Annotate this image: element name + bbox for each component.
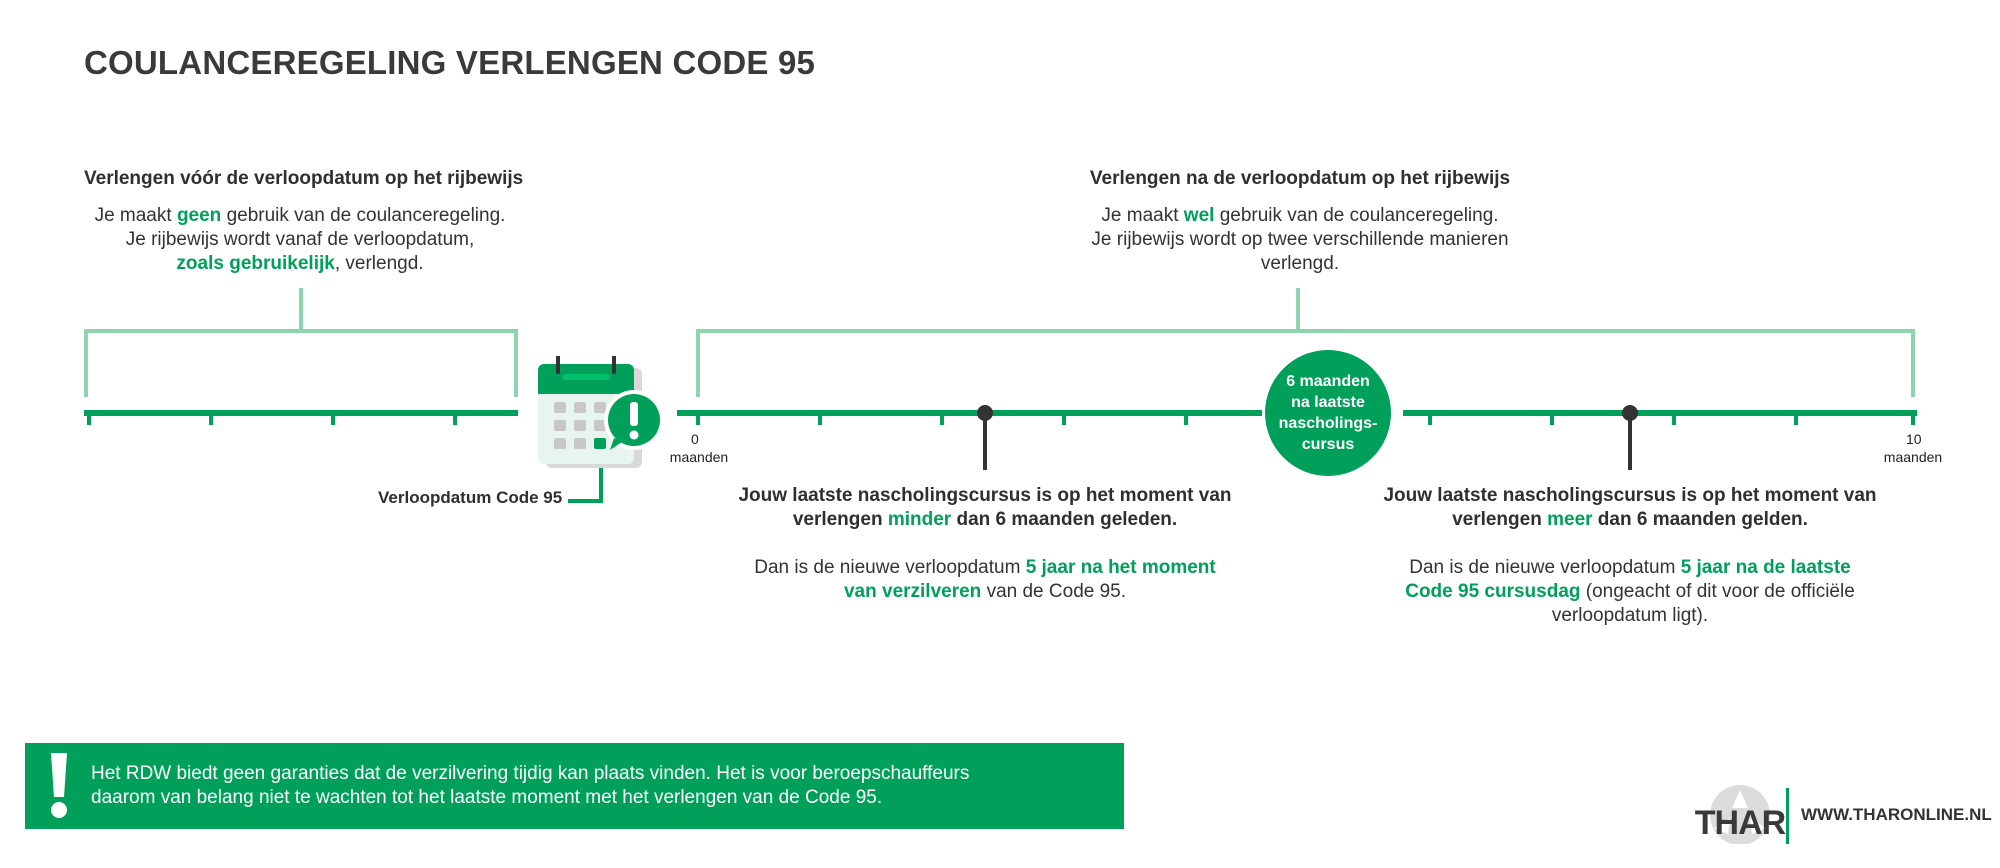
left-line1-highlight: geen xyxy=(176,205,222,226)
circle-line: na laatste xyxy=(1291,394,1365,411)
axis-start-value: 0 xyxy=(691,431,699,447)
case-more-title-highlight: meer xyxy=(1547,509,1593,530)
right-line1-pre: Je maakt xyxy=(1101,205,1184,226)
case-more-body-highlight2: Code 95 cursusdag xyxy=(1405,581,1581,602)
left-line3-post: , verlengd. xyxy=(334,253,424,274)
case-less-title-pre: verlengen xyxy=(792,509,888,530)
right-bracket xyxy=(696,288,1915,397)
case-more-title-line1: Jouw laatste nascholingscursus is op het… xyxy=(1383,485,1877,506)
warning-banner: Het RDW biedt geen garanties dat de verz… xyxy=(25,743,1124,829)
footer-url[interactable]: WWW.THARONLINE.NL xyxy=(1801,805,1992,824)
right-section-description: Je maakt wel gebruik van de coulancerege… xyxy=(1030,204,1570,276)
case-less-body-post: van de Code 95. xyxy=(981,581,1127,602)
case-less-title-line1: Jouw laatste nascholingscursus is op het… xyxy=(738,485,1232,506)
warning-text: Het RDW biedt geen garanties dat de verz… xyxy=(91,762,969,810)
case-more-body-pre: Dan is de nieuwe verloopdatum xyxy=(1409,557,1681,578)
axis-start-label: 0 maanden xyxy=(664,430,734,466)
case-less-body: Dan is de nieuwe verloopdatum 5 jaar na … xyxy=(720,556,1250,604)
right-line3: verlengd. xyxy=(1260,253,1340,274)
exclamation-icon xyxy=(51,753,67,818)
warning-line2: daarom van belang niet te wachten tot he… xyxy=(91,787,883,808)
case-less-title-post: dan 6 maanden geleden. xyxy=(951,509,1178,530)
case-less-body-highlight2: van verzilveren xyxy=(843,581,982,602)
case-more-title: Jouw laatste nascholingscursus is op het… xyxy=(1365,484,1895,532)
left-line1-post: gebruik van de coulanceregeling. xyxy=(221,205,506,226)
footer-divider xyxy=(1786,788,1789,844)
marker-more-than-6-months xyxy=(1622,405,1638,470)
case-more-body-line3: verloopdatum ligt). xyxy=(1551,605,1709,626)
axis-end-value: 10 xyxy=(1906,431,1922,447)
marker-less-than-6-months xyxy=(977,405,993,470)
right-line1-highlight: wel xyxy=(1183,205,1215,226)
case-less-title-highlight: minder xyxy=(887,509,952,530)
circle-line: cursus xyxy=(1301,436,1355,453)
left-bracket xyxy=(84,288,518,397)
calendar-label: Verloopdatum Code 95 xyxy=(378,488,563,507)
axis-end-label: 10 maanden xyxy=(1870,430,1956,466)
left-section-description: Je maakt geen gebruik van de coulancereg… xyxy=(60,204,540,276)
case-more-body: Dan is de nieuwe verloopdatum 5 jaar na … xyxy=(1365,556,1895,628)
case-more-body-highlight1: 5 jaar na de laatste xyxy=(1680,557,1851,578)
left-line1-pre: Je maakt xyxy=(94,205,177,226)
page-title: COULANCEREGELING VERLENGEN CODE 95 xyxy=(84,44,816,81)
warning-line1: Het RDW biedt geen garanties dat de verz… xyxy=(91,763,970,784)
right-line2: Je rijbewijs wordt op twee verschillende… xyxy=(1091,229,1509,250)
timeline-ticks xyxy=(87,413,1915,425)
case-more-title-pre: verlengen xyxy=(1452,509,1548,530)
case-less-body-highlight1: 5 jaar na het moment xyxy=(1025,557,1216,578)
case-less-body-pre: Dan is de nieuwe verloopdatum xyxy=(754,557,1026,578)
case-more-title-post: dan 6 maanden gelden. xyxy=(1592,509,1808,530)
circle-line: nascholings- xyxy=(1278,415,1378,432)
axis-start-unit: maanden xyxy=(669,449,729,465)
six-months-circle: 6 maanden na laatste nascholings- cursus xyxy=(1265,350,1391,476)
circle-line: 6 maanden xyxy=(1286,373,1370,390)
calendar-alert-icon xyxy=(538,356,664,468)
thar-logo: THAR xyxy=(1695,785,1787,844)
case-less-title: Jouw laatste nascholingscursus is op het… xyxy=(720,484,1250,532)
right-line1-post: gebruik van de coulanceregeling. xyxy=(1214,205,1499,226)
left-line2: Je rijbewijs wordt vanaf de verloopdatum… xyxy=(125,229,475,250)
right-section-heading: Verlengen na de verloopdatum op het rijb… xyxy=(1089,168,1511,189)
left-line3-highlight: zoals gebruikelijk xyxy=(176,253,335,274)
axis-end-unit: maanden xyxy=(1883,449,1943,465)
logo-text: THAR xyxy=(1695,804,1786,842)
case-more-body-post: (ongeacht of dit voor de officiële xyxy=(1580,581,1855,602)
left-section-heading: Verlengen vóór de verloopdatum op het ri… xyxy=(84,168,524,189)
